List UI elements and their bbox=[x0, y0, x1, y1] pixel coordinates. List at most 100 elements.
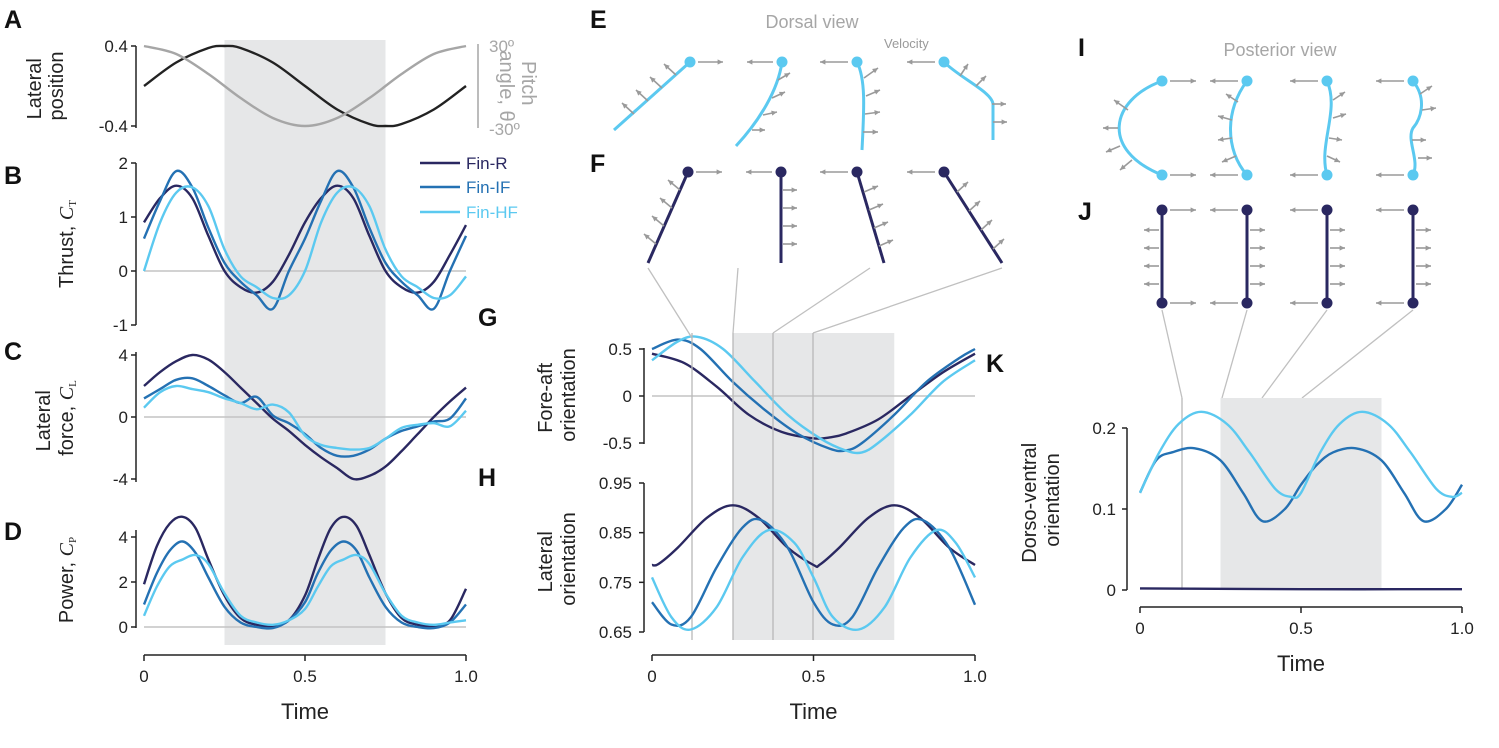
fin-joint-j4-bottom bbox=[1407, 297, 1419, 309]
normal-arrow-i2-0 bbox=[1225, 93, 1239, 103]
normal-arrow-i2-3 bbox=[1221, 155, 1237, 163]
normal-arrow-e2-0 bbox=[777, 72, 791, 81]
connector-line-1 bbox=[732, 267, 739, 334]
normal-arrow-j1-1 bbox=[1144, 245, 1159, 251]
fin-joint-i2-bottom bbox=[1241, 169, 1253, 181]
series-line-a-0 bbox=[143, 44, 467, 128]
velocity-arrow-e2 bbox=[747, 59, 773, 65]
ytick-label-k-0: 0.2 bbox=[1092, 419, 1116, 438]
xlabel-h: Time bbox=[789, 699, 837, 724]
normal-arrow-j1-0 bbox=[1144, 227, 1159, 233]
normal-arrow-f2-0 bbox=[783, 187, 797, 193]
normal-arrow-j3-2 bbox=[1330, 263, 1345, 269]
velocity-arrow-i1-top bbox=[1170, 78, 1196, 84]
velocity-arrow-j1-top bbox=[1170, 207, 1196, 213]
panel-label-b: B bbox=[4, 162, 22, 190]
ylabel-power: Power, CP bbox=[56, 537, 79, 623]
ylabel-dorso-ventral: Dorso-ventral orientation bbox=[1019, 437, 1064, 563]
series-line-k-fin-r bbox=[1139, 587, 1463, 591]
normal-arrow-j4-1 bbox=[1416, 245, 1431, 251]
fin-joint-j2-bottom bbox=[1241, 297, 1253, 309]
normal-arrow-i1-1 bbox=[1103, 125, 1118, 131]
fin-i3 bbox=[1323, 80, 1333, 176]
fin-e2 bbox=[734, 61, 784, 148]
fin-e1 bbox=[612, 60, 692, 132]
normal-arrow-e4-3 bbox=[993, 119, 1007, 125]
velocity-arrow-f3 bbox=[820, 169, 848, 175]
series-line-h-fin-hf bbox=[650, 528, 977, 632]
series-line-d-fin-r bbox=[142, 515, 468, 628]
xlabel-k: Time bbox=[1277, 651, 1325, 676]
normal-arrow-f1-2 bbox=[651, 215, 665, 227]
ytick-label-h-1: 0.85 bbox=[599, 524, 632, 543]
series-line-b-fin-hf bbox=[142, 185, 467, 301]
legend-label-fin-r: Fin-R bbox=[466, 154, 508, 173]
connector-line-7 bbox=[1301, 309, 1414, 399]
fin-schematics bbox=[612, 56, 1437, 309]
normal-arrow-f3-3 bbox=[878, 239, 894, 247]
normal-arrow-e1-1 bbox=[649, 76, 663, 89]
y2tick-label-1: -30º bbox=[489, 120, 520, 139]
fin-joint-j2-top bbox=[1241, 204, 1253, 216]
normal-arrow-i3-1 bbox=[1332, 113, 1347, 119]
ylabel-fore-aft: Fore-aft orientation bbox=[535, 348, 580, 441]
xtick-label-h-0: 0 bbox=[647, 667, 656, 686]
fin-f3 bbox=[855, 171, 886, 264]
normal-arrow-e3-0 bbox=[863, 67, 879, 79]
fin-joint-e1 bbox=[684, 56, 696, 68]
velocity-arrow-j4-top bbox=[1376, 207, 1404, 213]
fin-joint-e2 bbox=[776, 56, 788, 68]
legend-label-fin-if: Fin-IF bbox=[466, 178, 510, 197]
normal-arrow-f4-2 bbox=[980, 219, 993, 231]
velocity-arrow-i2-bottom bbox=[1210, 172, 1238, 178]
normal-arrow-i3-2 bbox=[1328, 136, 1343, 142]
velocity-arrow-i1-bottom bbox=[1170, 172, 1196, 178]
normal-arrow-f4-0 bbox=[956, 181, 969, 193]
ytick-label-h-2: 0.75 bbox=[599, 573, 632, 592]
normal-arrow-e4-2 bbox=[992, 101, 1006, 107]
fin-joint-i2-top bbox=[1241, 75, 1253, 87]
xtick-label-d-2: 1.0 bbox=[454, 667, 478, 686]
ytick-label-g-0: 0.5 bbox=[608, 340, 632, 359]
series-line-h-fin-r bbox=[651, 504, 976, 569]
normal-arrow-i4-3 bbox=[1418, 155, 1432, 161]
fin-i4 bbox=[1409, 80, 1423, 176]
series-line-d-fin-hf bbox=[142, 553, 467, 627]
xlabel-d: Time bbox=[281, 699, 329, 724]
ytick-label-b-1: 1 bbox=[119, 208, 128, 227]
fin-joint-f4 bbox=[938, 166, 950, 178]
fin-joint-i4-bottom bbox=[1407, 169, 1419, 181]
normal-arrow-f1-3 bbox=[643, 233, 657, 245]
velocity-arrow-j2-top bbox=[1210, 207, 1238, 213]
velocity-arrow-j3-top bbox=[1290, 207, 1318, 213]
normal-arrow-e4-1 bbox=[975, 75, 987, 87]
fin-joint-i3-top bbox=[1321, 75, 1333, 87]
connector-line-3 bbox=[812, 267, 1003, 334]
normal-arrow-f4-1 bbox=[968, 200, 981, 212]
velocity-arrow-i4-top bbox=[1376, 78, 1404, 84]
normal-arrow-f2-3 bbox=[783, 241, 797, 247]
xtick-label-h-2: 1.0 bbox=[963, 667, 987, 686]
ytick-label-b-2: 0 bbox=[119, 262, 128, 281]
connector-line-2 bbox=[772, 267, 871, 334]
velocity-arrow-j4-bottom bbox=[1376, 300, 1404, 306]
ylabel-thrust: Thrust, CT bbox=[56, 200, 79, 288]
fin-e4 bbox=[942, 60, 995, 140]
fin-i1 bbox=[1117, 79, 1163, 177]
fin-joint-i3-bottom bbox=[1321, 169, 1333, 181]
panel-label-e: E bbox=[590, 6, 607, 34]
panel-label-h: H bbox=[478, 464, 496, 492]
ytick-label-h-0: 0.95 bbox=[599, 474, 632, 493]
fin-joint-j1-top bbox=[1156, 204, 1168, 216]
series-line-k-fin-hf bbox=[1138, 410, 1463, 500]
normal-arrow-f3-1 bbox=[868, 203, 884, 211]
series-line-g-fin-hf bbox=[651, 335, 976, 455]
connector-line-0 bbox=[647, 267, 693, 339]
normal-arrow-f1-1 bbox=[659, 197, 673, 209]
posterior-view-title: Posterior view bbox=[1223, 40, 1337, 60]
fin-joint-j3-bottom bbox=[1321, 297, 1333, 309]
series-line-h-fin-if bbox=[651, 517, 977, 627]
velocity-arrow-j1-bottom bbox=[1170, 300, 1196, 306]
panel-label-a: A bbox=[4, 6, 22, 34]
normal-arrow-e1-2 bbox=[635, 89, 649, 102]
